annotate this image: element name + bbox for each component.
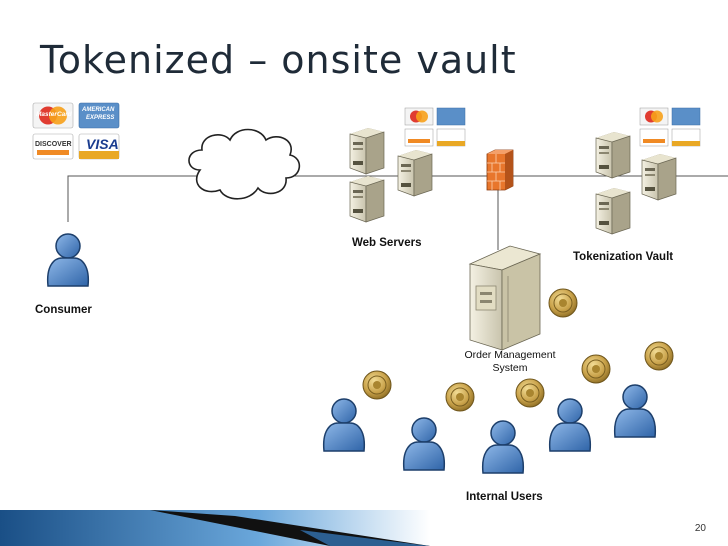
token-icon	[548, 288, 578, 318]
tokenization-vault-icon	[595, 131, 677, 235]
tokenization-vault-label: Tokenization Vault	[573, 251, 674, 263]
discover-logo-text: DISCOVER	[35, 141, 72, 148]
token-icon	[515, 378, 545, 408]
token-icon	[581, 354, 611, 384]
vault-card-logos	[639, 107, 701, 147]
consumer-user-icon	[46, 233, 90, 287]
internal-user-icon	[613, 384, 657, 438]
internal-user-icon	[402, 417, 446, 471]
order-management-label-line2: System	[492, 362, 528, 374]
page-number: 20	[694, 523, 706, 534]
visa-logo-text: VISA	[86, 136, 119, 152]
firewall-icon	[486, 149, 514, 191]
internal-user-icon	[322, 398, 366, 452]
internal-user-icon	[548, 398, 592, 452]
consumer-card-logos	[32, 102, 120, 160]
web-servers-label: Web Servers	[352, 237, 422, 249]
bottom-decorative-bar	[0, 510, 728, 546]
internal-users-label: Internal Users	[466, 491, 543, 503]
order-management-label-line1: Order Management	[464, 349, 556, 361]
order-management-label: Order Management System	[440, 349, 580, 375]
token-icon	[445, 382, 475, 412]
web-servers-card-logos	[404, 107, 466, 147]
internet-cloud-icon	[188, 128, 301, 200]
token-icon	[362, 370, 392, 400]
amex-logo-text-1: AMERICAN	[82, 107, 115, 113]
token-icon	[644, 341, 674, 371]
amex-logo-text-2: EXPRESS	[86, 115, 115, 121]
order-management-server-icon	[468, 245, 542, 351]
mastercard-logo-text: MasterCard	[36, 111, 72, 118]
internal-user-icon	[481, 420, 525, 474]
slide-title: Tokenized – onsite vault	[40, 38, 517, 82]
consumer-label: Consumer	[35, 304, 92, 316]
